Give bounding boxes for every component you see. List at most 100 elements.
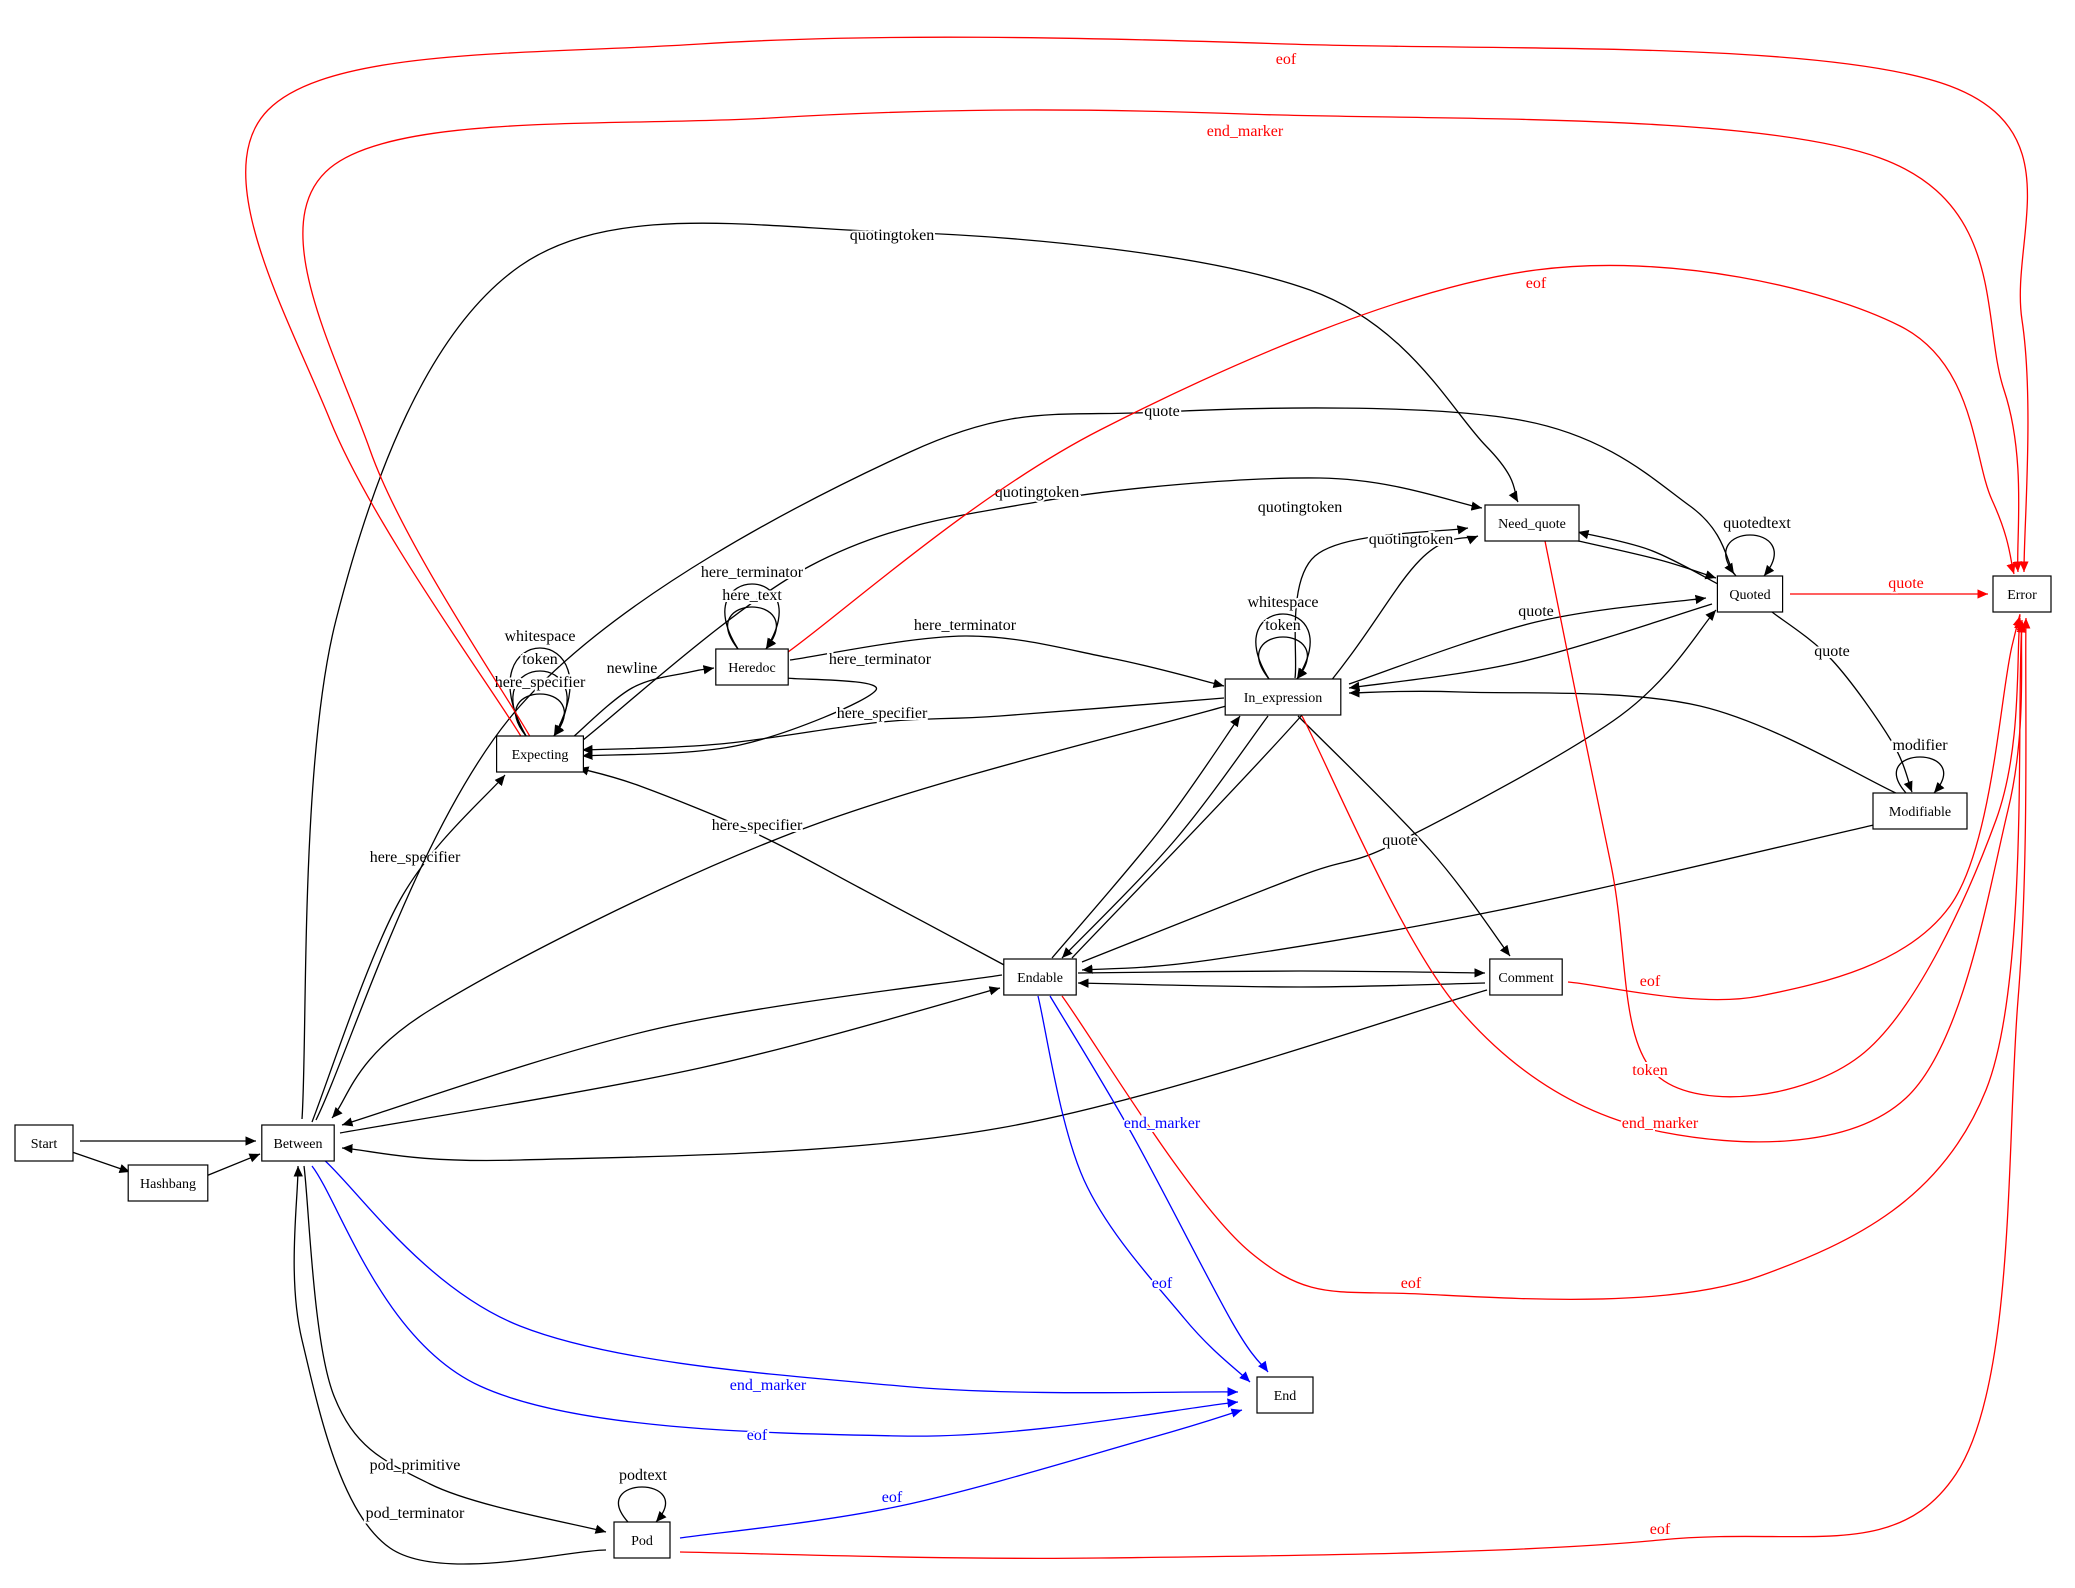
edge-between-endable	[339, 986, 1001, 1134]
edge-modifiable-in_expression	[1348, 688, 1899, 795]
edge-pod-between-pod_terminator: pod_terminator	[293, 1165, 607, 1565]
edge-expecting-need_quote-quotingtoken: quotingtoken	[577, 477, 1483, 745]
node-quoted: Quoted	[1716, 575, 1784, 613]
node-label-quoted: Quoted	[1729, 588, 1770, 603]
edge-expecting-expecting-here_specifier: here_specifier	[493, 672, 588, 737]
node-label-expecting: Expecting	[512, 748, 569, 763]
edge-expecting-heredoc-newline: newline	[571, 658, 715, 739]
edge-label-quote: quote	[1144, 403, 1180, 420]
edge-label-newline: newline	[607, 660, 658, 677]
edge-label-token: token	[1632, 1062, 1668, 1079]
edge-heredoc-heredoc-here_terminator: here_terminator	[699, 562, 806, 650]
edge-between-end-end_marker: end_marker	[321, 1157, 1239, 1397]
edge-quoted-in_expression	[1348, 603, 1713, 692]
edge-in_expression-need_quote-quotingtoken: quotingtoken	[1256, 497, 1469, 679]
node-label-endable: Endable	[1017, 971, 1063, 986]
edge-label-eof: eof	[747, 1427, 768, 1444]
edge-label-podtext: podtext	[619, 1467, 668, 1484]
edge-label-pod_primitive: pod_primitive	[370, 1457, 461, 1474]
edge-label-end_marker: end_marker	[1622, 1115, 1699, 1132]
node-modifiable: Modifiable	[1872, 792, 1968, 830]
node-comment: Comment	[1489, 958, 1563, 996]
edge-between-end-eof: eof	[311, 1165, 1239, 1446]
edge-label-eof: eof	[1401, 1275, 1422, 1292]
edge-between-need_quote-quotingtoken: quotingtoken	[301, 222, 1519, 1120]
edge-in_expression-in_expression-whitespace: whitespace	[1245, 592, 1321, 680]
edge-label-end_marker: end_marker	[1124, 1115, 1201, 1132]
edge-start-hashbang	[71, 1151, 131, 1173]
edge-label-here_specifier: here_specifier	[495, 674, 586, 691]
node-endable: Endable	[1003, 958, 1077, 996]
edge-quoted-need_quote	[1577, 530, 1719, 585]
edge-label-here_terminator: here_terminator	[701, 564, 804, 581]
edge-heredoc-in_expression-here_terminator: here_terminator	[789, 615, 1225, 689]
edge-endable-between	[341, 974, 1003, 1127]
edge-label-quotingtoken: quotingtoken	[1258, 499, 1342, 516]
edge-need_quote-error-token: token	[1544, 540, 2024, 1098]
edge-label-here_specifier: here_specifier	[712, 817, 803, 834]
node-start: Start	[14, 1124, 74, 1162]
edge-hashbang-between	[205, 1153, 261, 1177]
node-label-hashbang: Hashbang	[140, 1177, 196, 1192]
edge-label-quote: quote	[1518, 603, 1554, 620]
edge-between-pod-pod_primitive: pod_primitive	[303, 1165, 607, 1534]
edge-pod-error-eof: eof	[679, 617, 2031, 1559]
edge-label-eof: eof	[1650, 1521, 1671, 1538]
edge-modifiable-modifiable-modifier: modifier	[1890, 735, 1950, 794]
edge-between-quoted-quote: quote	[315, 401, 1735, 1121]
edge-label-token: token	[1265, 617, 1301, 634]
edge-modifiable-endable	[1081, 823, 1879, 974]
edge-in_expression-expecting-here_specifier: here_specifier	[581, 697, 1225, 755]
edge-endable-in_expression	[1051, 715, 1241, 959]
edge-label-whitespace: whitespace	[504, 628, 575, 645]
edge-label-eof: eof	[1276, 51, 1297, 68]
node-hashbang: Hashbang	[127, 1164, 209, 1202]
edge-label-eof: eof	[882, 1489, 903, 1506]
edge-label-quote: quote	[1382, 832, 1418, 849]
edge-label-quote: quote	[1888, 575, 1924, 592]
node-end: End	[1256, 1376, 1314, 1414]
edge-heredoc-expecting-here_terminator: here_terminator	[581, 649, 934, 760]
node-label-start: Start	[31, 1137, 58, 1152]
node-label-modifiable: Modifiable	[1889, 805, 1951, 820]
edge-label-whitespace: whitespace	[1247, 594, 1318, 611]
edge-heredoc-heredoc-here_text: here_text	[720, 585, 784, 650]
edge-pod-end-eof: eof	[679, 1408, 1243, 1539]
node-need_quote: Need_quote	[1484, 504, 1580, 542]
edge-in_expression-in_expression-token: token	[1258, 615, 1308, 680]
node-label-need_quote: Need_quote	[1498, 517, 1566, 532]
edge-endable-error-eof: eof	[1061, 621, 2026, 1300]
edge-quoted-error-quote: quote	[1790, 573, 1988, 599]
edge-label-token: token	[522, 651, 558, 668]
edge-expecting-expecting-token: token	[512, 649, 568, 737]
node-label-pod: Pod	[631, 1534, 653, 1549]
edge-label-quotedtext: quotedtext	[1723, 515, 1791, 532]
node-in_expression: In_expression	[1224, 678, 1342, 716]
edge-in_expression-comment	[1297, 715, 1511, 957]
edge-in_expression-endable	[1061, 715, 1269, 959]
edge-endable-quoted-quote: quote	[1081, 609, 1717, 963]
edge-expecting-expecting-whitespace: whitespace	[502, 626, 578, 737]
edge-endable-expecting-here_specifier: here_specifier	[577, 766, 1007, 967]
node-label-in_expression: In_expression	[1244, 691, 1323, 706]
node-label-error: Error	[2007, 588, 2037, 603]
edge-endable-end-eof: eof	[1037, 995, 1251, 1383]
edge-quoted-modifiable-quote: quote	[1771, 611, 1913, 793]
edge-comment-between	[341, 989, 1488, 1162]
edge-endable-end-end_marker: end_marker	[1049, 995, 1269, 1373]
edge-in_expression-between	[331, 705, 1227, 1119]
edge-label-eof: eof	[1640, 973, 1661, 990]
edge-label-quotingtoken: quotingtoken	[995, 484, 1079, 501]
edge-expecting-error-eof: eof	[245, 36, 2029, 739]
edge-heredoc-error-eof: eof	[787, 264, 2016, 653]
node-pod: Pod	[613, 1521, 671, 1559]
edge-label-quotingtoken: quotingtoken	[1369, 531, 1453, 548]
edge-label-here_specifier: here_specifier	[370, 849, 461, 866]
edge-label-here_text: here_text	[722, 587, 782, 604]
edge-label-end_marker: end_marker	[730, 1377, 807, 1394]
edge-in_expression-error-end_marker: end_marker	[1301, 619, 2026, 1143]
edge-expecting-error-end_marker: end_marker	[302, 109, 2022, 741]
node-label-heredoc: Heredoc	[728, 661, 775, 676]
